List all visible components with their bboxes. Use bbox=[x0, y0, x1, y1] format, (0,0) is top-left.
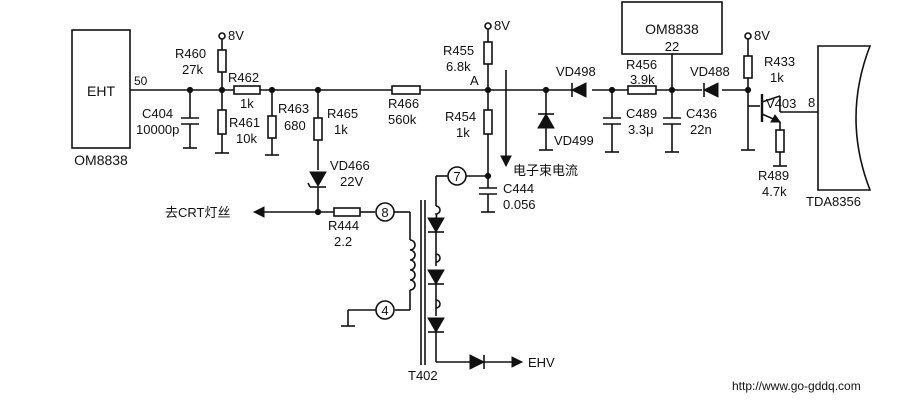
r461-ref: R461 bbox=[229, 115, 260, 130]
watermark-url: http://www.go-gddq.com bbox=[732, 379, 861, 393]
transformer-coil: T402 bbox=[395, 200, 438, 383]
hv-winding-stack bbox=[427, 176, 470, 363]
vd466-value: 22V bbox=[340, 174, 363, 189]
r444-ref: R444 bbox=[328, 218, 359, 233]
resistor-r444: R444 2.2 bbox=[328, 207, 375, 249]
right-ic-name: TDA8356 bbox=[806, 194, 861, 209]
c444-value: 0.056 bbox=[503, 197, 536, 212]
r465-ref: R465 bbox=[327, 106, 358, 121]
vd499-ref: VD499 bbox=[554, 133, 594, 148]
svg-text:8: 8 bbox=[381, 205, 388, 220]
left-ic-pin: 50 bbox=[134, 74, 148, 88]
top-ic-block: OM8838 22 bbox=[621, 1, 723, 94]
ehv-label: EHV bbox=[528, 355, 555, 370]
capacitor-c444: C444 0.056 bbox=[479, 176, 536, 213]
top-ic-pin: 22 bbox=[665, 39, 679, 54]
diode-vd488: VD488 bbox=[690, 64, 730, 98]
r433-supply-label: 8V bbox=[754, 28, 770, 43]
left-ic-block: EHT OM8838 50 bbox=[71, 29, 148, 168]
top-ic-name: OM8838 bbox=[645, 21, 699, 37]
resistor-r489: R489 4.7k bbox=[758, 129, 789, 199]
v403-ref: V403 bbox=[766, 96, 796, 111]
svg-text:7: 7 bbox=[453, 169, 460, 184]
r461-value: 10k bbox=[236, 131, 257, 146]
t402-ref: T402 bbox=[408, 368, 438, 383]
r463-value: 680 bbox=[284, 118, 306, 133]
r465-value: 1k bbox=[334, 122, 348, 137]
c436-ref: C436 bbox=[686, 106, 717, 121]
r489-value: 4.7k bbox=[762, 184, 787, 199]
r433-value: 1k bbox=[770, 70, 784, 85]
r456-ref: R456 bbox=[626, 57, 657, 72]
right-wire bbox=[488, 86, 746, 94]
r454-value: 1k bbox=[456, 125, 470, 140]
diode-vd499: VD499 bbox=[537, 90, 594, 151]
r462-ref: R462 bbox=[228, 70, 259, 85]
pin-8-node: 8 bbox=[375, 202, 411, 240]
r466-ref: R466 bbox=[388, 96, 419, 111]
r489-ref: R489 bbox=[758, 168, 789, 183]
capacitor-c436: C436 22n bbox=[663, 90, 717, 153]
resistor-r455: 8V R455 6.8k A bbox=[443, 18, 510, 94]
r444-value: 2.2 bbox=[334, 234, 352, 249]
r456-value: 3.9k bbox=[630, 72, 655, 87]
r433-ref: R433 bbox=[764, 54, 795, 69]
transistor-v403: V403 bbox=[741, 90, 818, 151]
capacitor-c404: C404 10000p bbox=[136, 86, 199, 149]
c404-value: 10000p bbox=[136, 122, 179, 137]
vd488-ref: VD488 bbox=[690, 64, 730, 79]
left-ic-inner-label: EHT bbox=[87, 83, 115, 99]
right-ic-pin: 8 bbox=[808, 95, 815, 110]
node-a-label: A bbox=[470, 73, 479, 88]
resistor-r462: R462 1k bbox=[228, 70, 261, 111]
resistor-r465: R465 1k bbox=[313, 86, 358, 170]
c489-value: 3.3μ bbox=[628, 122, 654, 137]
r460-ref: R460 bbox=[175, 46, 206, 61]
beam-current-indicator: 电子束电流 bbox=[500, 70, 578, 178]
r455-ref: R455 bbox=[443, 43, 474, 58]
r462-value: 1k bbox=[240, 96, 254, 111]
resistor-r433: 8V R433 1k bbox=[743, 28, 795, 94]
c404-ref: C404 bbox=[142, 106, 173, 121]
r455-value: 6.8k bbox=[446, 59, 471, 74]
resistor-r454: R454 1k bbox=[445, 90, 493, 176]
r455-supply-label: 8V bbox=[494, 18, 510, 33]
right-ic-block: 8 TDA8356 bbox=[806, 45, 872, 209]
ehv-output: EHV bbox=[469, 354, 555, 370]
c436-value: 22n bbox=[690, 122, 712, 137]
c489-ref: C489 bbox=[626, 106, 657, 121]
resistor-r461: R461 10k bbox=[215, 90, 260, 154]
r460-supply-label: 8V bbox=[228, 28, 244, 43]
beam-current-label: 电子束电流 bbox=[513, 163, 578, 178]
left-ic-name: OM8838 bbox=[74, 152, 128, 168]
vd466-ref: VD466 bbox=[330, 158, 370, 173]
r454-ref: R454 bbox=[445, 109, 476, 124]
c444-ref: C444 bbox=[503, 181, 534, 196]
resistor-r463: R463 680 bbox=[265, 86, 309, 156]
r463-ref: R463 bbox=[278, 101, 309, 116]
svg-text:4: 4 bbox=[381, 303, 388, 318]
crt-filament-output: 去CRT灯丝 bbox=[165, 205, 334, 220]
diode-vd498: VD498 bbox=[556, 64, 596, 98]
r466-value: 560k bbox=[388, 112, 417, 127]
pin-4-node: 4 bbox=[341, 300, 395, 327]
pin-7-node: 7 bbox=[436, 166, 492, 186]
resistor-r460: 8V R460 27k bbox=[175, 28, 244, 94]
resistor-r466: R466 560k bbox=[388, 85, 421, 127]
capacitor-c489: C489 3.3μ bbox=[603, 86, 657, 153]
crt-filament-label: 去CRT灯丝 bbox=[165, 205, 230, 220]
r460-value: 27k bbox=[182, 62, 203, 77]
resistor-r456: R456 3.9k bbox=[626, 57, 657, 95]
vd498-ref: VD498 bbox=[556, 64, 596, 79]
